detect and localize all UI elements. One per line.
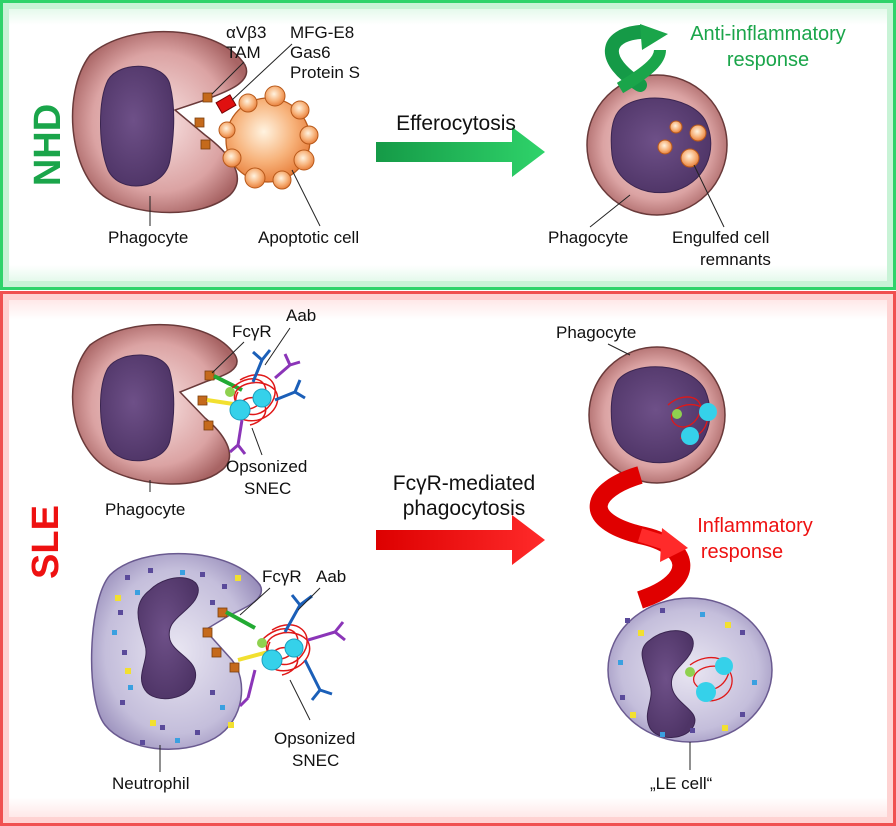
- opsonized-snec-top: [206, 349, 306, 455]
- inflammatory-response-line1: Inflammatory: [697, 515, 813, 537]
- nhd-panel: NHD αVβ3 TA: [0, 0, 896, 290]
- sle-panel-label: SLE: [25, 505, 67, 579]
- anti-inflammatory-response-line1: Anti-inflammatory: [690, 23, 846, 45]
- opsonized-bottom-line1: Opsonized: [274, 729, 355, 748]
- receptor-label: αVβ3: [226, 23, 266, 42]
- receptor-label: TAM: [226, 43, 261, 62]
- neutrophil: [90, 552, 263, 750]
- le-cell-label: „LE cell“: [650, 774, 713, 793]
- inflammatory-response-line2: response: [701, 541, 783, 563]
- nhd-phagocyte: [71, 30, 248, 214]
- fcgr-label-top: FcγR: [232, 322, 272, 341]
- fcgr-arrow-label-line2: phagocytosis: [403, 497, 526, 520]
- fcgr-arrow-label-line1: FcγR-mediated: [393, 472, 535, 495]
- anti-inflammatory-response-line2: response: [727, 49, 809, 71]
- opsonized-top-line2: SNEC: [244, 479, 291, 498]
- receptor: [202, 92, 213, 103]
- sle-phagocyte-label: Phagocyte: [105, 500, 185, 519]
- receptor: [194, 117, 205, 128]
- sle-phagocyte: [71, 323, 238, 485]
- sle-result-phagocyte-label: Phagocyte: [556, 323, 636, 342]
- nhd-apoptotic-cell: [218, 85, 319, 190]
- aab-label-bottom: Aab: [316, 567, 346, 586]
- result-phagocyte-label: Phagocyte: [548, 228, 628, 247]
- engulfed-remnants-label-line2: remnants: [700, 250, 771, 269]
- anti-inflammatory-swirl-arrow: [604, 24, 668, 94]
- apoptotic-cell-label: Apoptotic cell: [258, 228, 359, 247]
- aab-label-top: Aab: [286, 306, 316, 325]
- efferocytosis-label: Efferocytosis: [396, 112, 516, 135]
- fcgr-label-bottom: FcγR: [262, 567, 302, 586]
- sle-result-phagocyte: [588, 346, 726, 484]
- nhd-panel-label: NHD: [27, 104, 69, 186]
- sle-panel: SLE: [0, 291, 896, 826]
- opsonized-bottom-line2: SNEC: [292, 751, 339, 770]
- neutrophil-label: Neutrophil: [112, 774, 190, 793]
- bridging-molecule: [215, 94, 237, 114]
- inflammatory-swirl-arrow: [589, 466, 691, 609]
- phagocyte-label: Phagocyte: [108, 228, 188, 247]
- ligand-label: MFG-E8: [290, 23, 354, 42]
- le-cell: [607, 597, 773, 743]
- fcgr-phagocytosis-arrow: [376, 515, 545, 565]
- ligand-label: Gas6: [290, 43, 331, 62]
- engulfed-remnants-label-line1: Engulfed cell: [672, 228, 769, 247]
- opsonized-top-line1: Opsonized: [226, 457, 307, 476]
- efferocytosis-arrow: [376, 127, 545, 177]
- ligand-label: Protein S: [290, 63, 360, 82]
- receptor: [200, 139, 211, 150]
- nhd-result-phagocyte: [586, 74, 728, 216]
